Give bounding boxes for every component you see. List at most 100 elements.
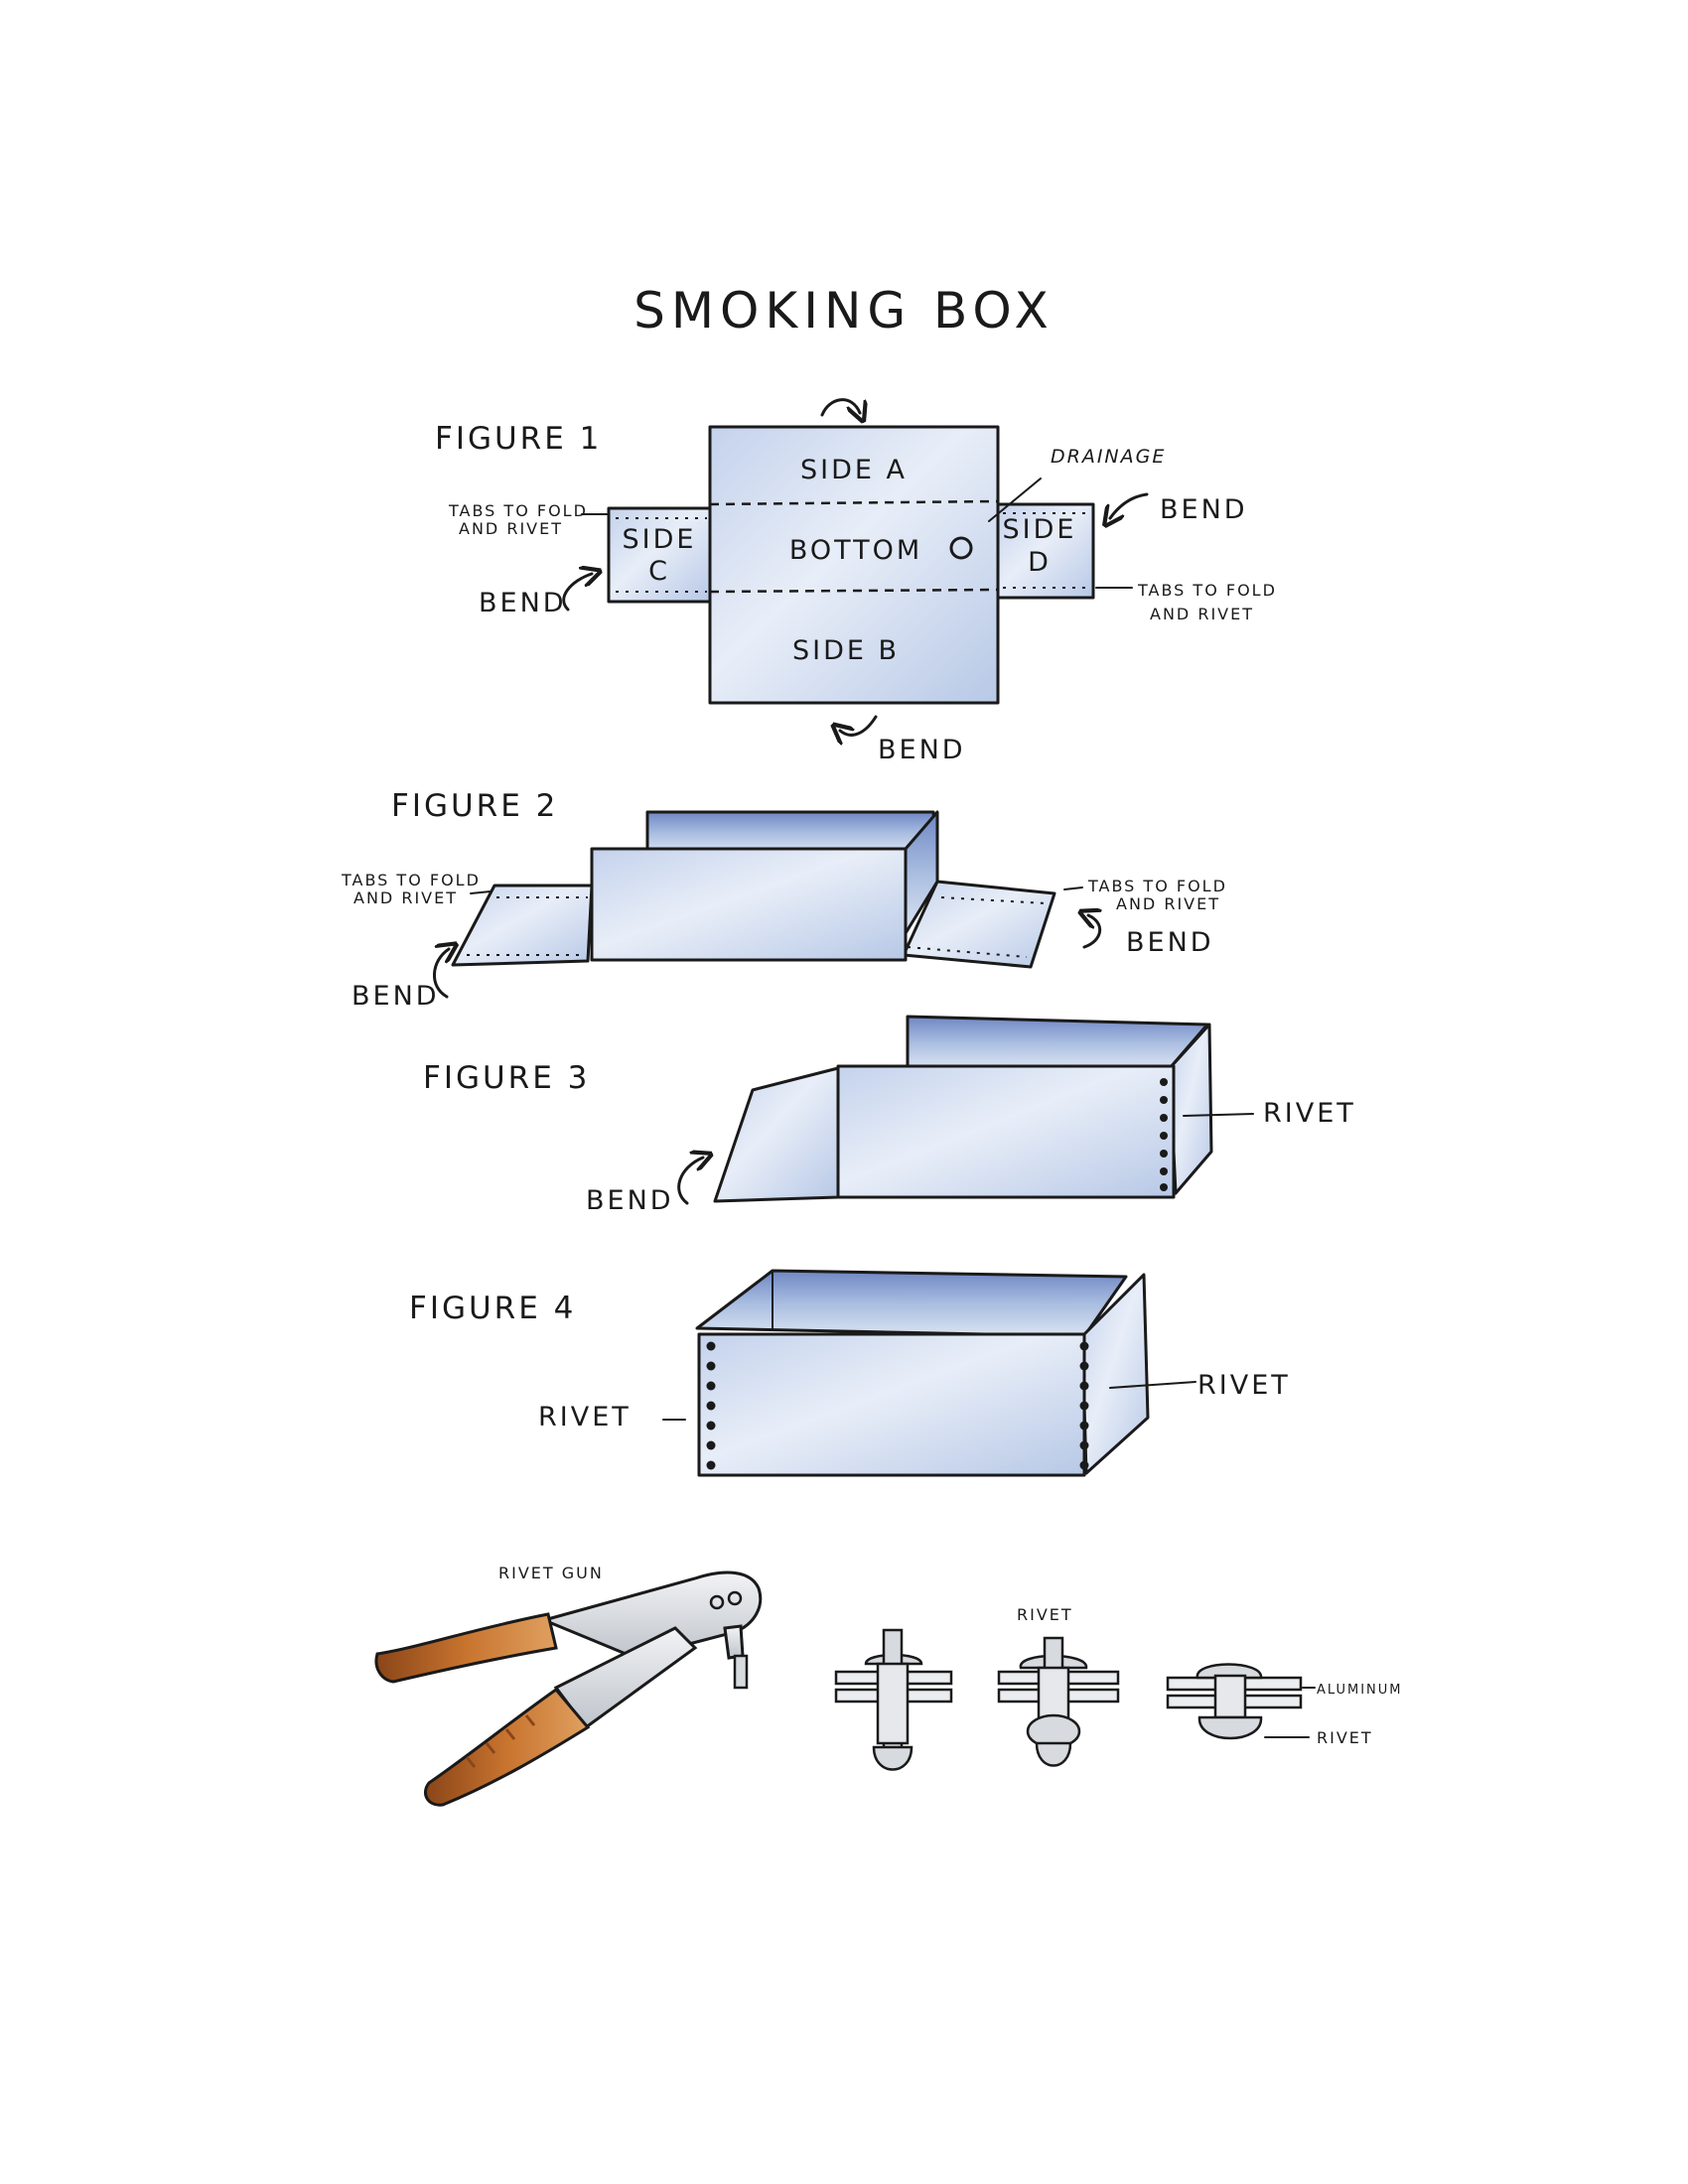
figure-1-side-d-1: SIDE	[1003, 514, 1077, 545]
rivet-hole	[706, 1401, 716, 1411]
figure-1-side-d-2: D	[1028, 547, 1052, 578]
figure-3-rivet-holes	[1160, 1078, 1168, 1191]
figure-1-fold-line-top	[709, 499, 999, 506]
figure-2-bend-left-arrow	[433, 949, 449, 999]
figure-1-tabs-right-2: AND RIVET	[1150, 605, 1254, 623]
figure-2-right-side	[904, 810, 939, 935]
figure-1-bend-right-arrow	[1110, 492, 1149, 518]
figure-2-label: FIGURE 2	[391, 788, 558, 824]
figure-3: FIGURE 3 BEND RIVET	[423, 1015, 1356, 1216]
rivet-stage-2	[997, 1636, 1120, 1767]
rivet-gun-label: RIVET GUN	[498, 1564, 604, 1582]
rivet-hole	[1079, 1381, 1089, 1391]
figure-2-tabs-right-leader	[1063, 887, 1083, 890]
figure-1-tabs-right-1: TABS TO FOLD	[1137, 581, 1277, 600]
figure-2-bend-right-arrow	[1084, 915, 1100, 949]
rivet-gun-nozzle	[723, 1624, 745, 1660]
rivet-hole	[1160, 1114, 1168, 1122]
rivet-stage-3	[1166, 1663, 1303, 1740]
rivet-flared-end	[1197, 1715, 1263, 1740]
rivet-hole	[1160, 1150, 1168, 1158]
rivet-gun-tip	[733, 1654, 749, 1690]
rivet-head	[1196, 1663, 1263, 1680]
figure-3-label: FIGURE 3	[423, 1060, 590, 1096]
figure-3-bend: BEND	[586, 1185, 674, 1216]
figure-3-rivet-leader	[1183, 1113, 1254, 1117]
figure-3-back-panel	[906, 1015, 1209, 1070]
figure-1: FIGURE 1 SIDE A BOTTOM SIDE B SIDE C SID…	[435, 398, 1277, 765]
figure-4-front-panel	[697, 1332, 1086, 1477]
rivet-hole	[706, 1460, 716, 1470]
drainage-hole	[949, 536, 973, 560]
rivet-details: RIVET ALUMINUM	[834, 1605, 1403, 1771]
figure-1-main-sheet	[708, 425, 1000, 705]
figure-1-side-d-tab	[996, 502, 1095, 600]
figure-2-bend-right: BEND	[1126, 927, 1214, 958]
figure-4: FIGURE 4 RIVET RIVET	[409, 1269, 1291, 1477]
figure-2-right-tab-dots-bottom	[907, 946, 1028, 958]
rivet-title: RIVET	[1017, 1605, 1073, 1624]
figure-1-fold-line-bottom	[709, 588, 999, 594]
figure-2-tabs-right-2: AND RIVET	[1116, 894, 1220, 913]
figure-1-bottom: BOTTOM	[789, 535, 922, 566]
rivet-gun-upper-handle	[374, 1612, 558, 1684]
figure-2: FIGURE 2 TABS TO FOLD AND RIVET TABS TO …	[341, 788, 1227, 1012]
rivet-body	[876, 1662, 910, 1745]
figure-1-bend-top-arrow	[820, 398, 860, 415]
rivet-hole	[706, 1421, 716, 1431]
figure-4-rivet-right-leader	[1109, 1381, 1196, 1389]
rivet-hole	[1160, 1167, 1168, 1175]
figure-4-rivet-right: RIVET	[1197, 1370, 1291, 1401]
rivet-hole	[1079, 1341, 1089, 1351]
figure-2-right-tab	[902, 880, 1056, 969]
figure-2-tabs-left-2: AND RIVET	[353, 888, 458, 907]
rivet-end	[872, 1745, 914, 1771]
figure-4-rivet-left: RIVET	[538, 1402, 632, 1433]
figure-1-bend-left: BEND	[479, 588, 567, 618]
rivet-hole	[1160, 1183, 1168, 1191]
rivet-hole	[1079, 1460, 1089, 1470]
figure-3-rivet: RIVET	[1263, 1098, 1356, 1129]
figure-1-side-c-1: SIDE	[623, 524, 697, 555]
figure-3-bend-arrow	[677, 1158, 703, 1205]
rivet-hole	[706, 1440, 716, 1450]
figure-4-back-panel	[695, 1269, 1128, 1338]
figure-2-left-tab	[451, 884, 594, 967]
rivet-hole	[706, 1361, 716, 1371]
figure-2-tabs-left-leader	[470, 890, 492, 894]
rivet-hole	[1079, 1421, 1089, 1431]
rivet-hole	[1160, 1096, 1168, 1104]
rivet-body	[1213, 1674, 1247, 1719]
figure-1-bend-bottom: BEND	[878, 735, 966, 765]
rivet-hole	[1079, 1361, 1089, 1371]
figure-1-tabs-left-2: AND RIVET	[459, 519, 563, 538]
page-title: SMOKING BOX	[633, 282, 1055, 340]
rivet-gun-pivot-2	[727, 1590, 743, 1606]
rivet-gun-lower-handle	[424, 1687, 591, 1807]
figure-1-drainage-label: DRAINAGE	[1051, 446, 1166, 468]
figure-3-left-tab	[713, 1066, 840, 1203]
figure-2-bend-left: BEND	[352, 981, 440, 1012]
rivet-hole	[706, 1381, 716, 1391]
figure-2-tabs-left-1: TABS TO FOLD	[341, 871, 481, 889]
rivet-end	[1035, 1741, 1072, 1767]
figure-4-rivet-holes-right	[1079, 1341, 1089, 1470]
figure-1-side-c-2: C	[648, 556, 670, 587]
figure-1-side-b: SIDE B	[792, 635, 900, 666]
figure-1-side-c-tab	[607, 506, 712, 604]
figure-4-rivet-holes-left	[706, 1341, 716, 1470]
figure-1-side-a: SIDE A	[800, 455, 908, 485]
rivet-hole	[1079, 1440, 1089, 1450]
rivet-hole	[1160, 1132, 1168, 1140]
rivet-hole	[1160, 1078, 1168, 1086]
figure-4-label: FIGURE 4	[409, 1291, 576, 1326]
aluminum-label: ALUMINUM	[1317, 1683, 1403, 1698]
rivet-gun-pivot-1	[709, 1594, 725, 1610]
figure-1-bend-left-arrow	[562, 574, 592, 612]
rivet-hole	[706, 1341, 716, 1351]
figure-1-label: FIGURE 1	[435, 421, 602, 457]
figure-2-front-panel	[590, 847, 908, 962]
figure-2-tabs-right-1: TABS TO FOLD	[1087, 877, 1227, 895]
figure-3-front-panel	[836, 1064, 1176, 1199]
rivet-label: RIVET	[1317, 1728, 1373, 1747]
